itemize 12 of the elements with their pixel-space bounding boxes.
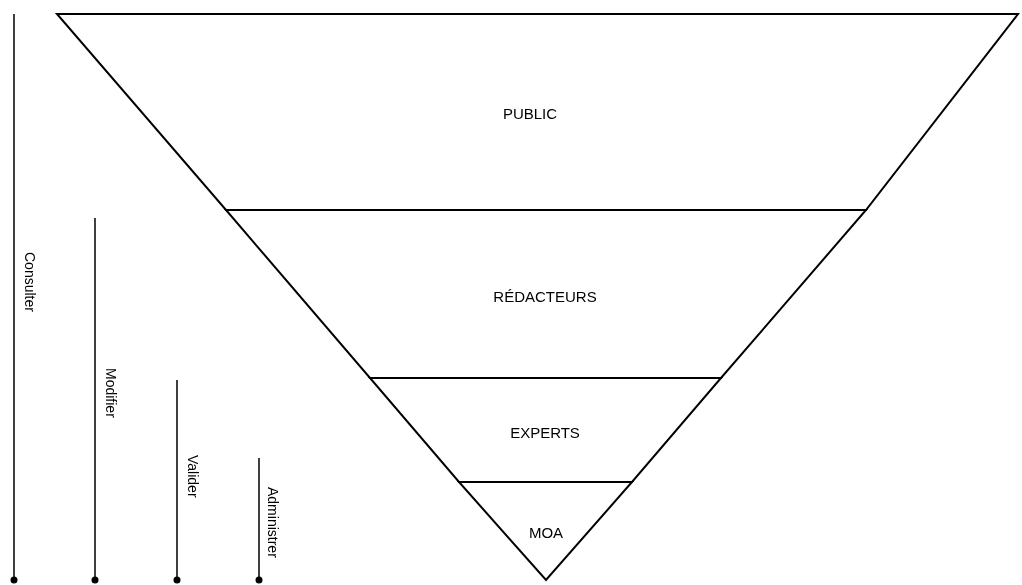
band-label: MOA — [528, 523, 564, 541]
pyramid-band — [459, 482, 632, 580]
band-label: EXPERTS — [510, 423, 580, 441]
band-label: PUBLIC — [502, 104, 558, 122]
range-label: Valider — [185, 455, 201, 498]
range-label: Administrer — [265, 487, 281, 558]
pyramid-band — [57, 14, 1018, 210]
range-label: Modifier — [103, 368, 119, 418]
range-label: Consulter — [22, 252, 38, 312]
band-label: RÉDACTEURS — [493, 287, 597, 305]
pyramid-band — [370, 378, 721, 482]
pyramid-band — [226, 210, 866, 378]
